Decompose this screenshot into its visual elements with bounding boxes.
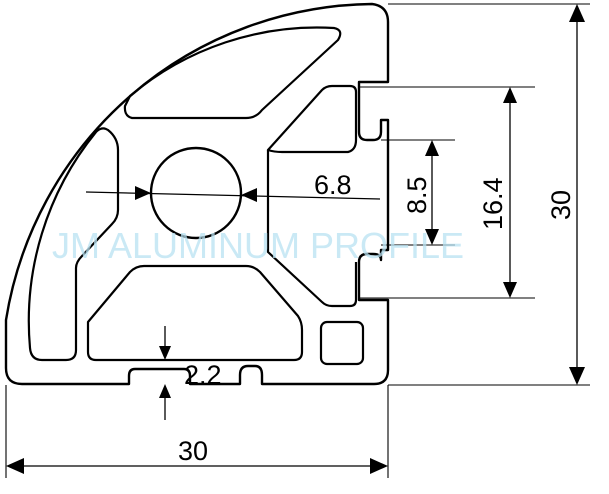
width-dimension-label: 30 xyxy=(178,436,208,466)
bore-arrow-right xyxy=(241,188,257,202)
bore-arrow-left xyxy=(135,186,151,200)
center-right-cavity xyxy=(266,150,358,308)
slot-inner-arrow-bottom xyxy=(425,229,439,245)
slot-inner-arrow-top xyxy=(425,140,439,156)
slot-inner-dimension-label: 8.5 xyxy=(402,176,432,214)
slot-outer-arrow-bottom xyxy=(503,282,517,298)
left-cavity xyxy=(27,127,120,362)
height-dimension-label: 30 xyxy=(546,190,576,220)
lower-cavity xyxy=(86,264,304,362)
right-upper-cavity xyxy=(266,84,358,154)
bore-dimension-label: 6.8 xyxy=(314,170,352,200)
height-arrow-top xyxy=(569,4,585,22)
slot-depth-dimension-label: 2.2 xyxy=(184,360,222,390)
height-arrow-bottom xyxy=(569,367,585,385)
upper-cavity xyxy=(123,26,342,120)
profile-outer-contour xyxy=(4,2,390,386)
small-square-cavity xyxy=(319,320,365,366)
slot-depth-arrow-bottom xyxy=(159,384,171,398)
width-arrow-left xyxy=(6,458,24,474)
width-arrow-right xyxy=(370,458,388,474)
slot-outer-dimension-label: 16.4 xyxy=(478,177,508,230)
watermark-text: JM ALUMINUM PROFILE xyxy=(52,225,464,266)
slot-depth-arrow-top xyxy=(159,346,171,360)
slot-outer-arrow-top xyxy=(503,87,517,103)
